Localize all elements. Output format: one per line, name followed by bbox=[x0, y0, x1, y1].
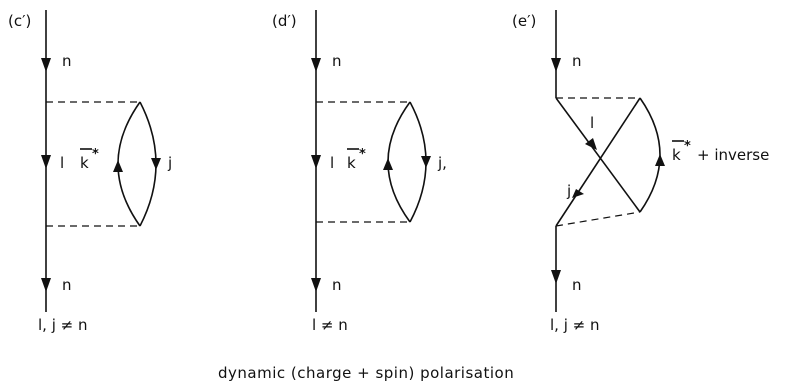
diagram-d-condition: l ≠ n bbox=[312, 316, 348, 334]
diagram-e-arc-arrow bbox=[655, 154, 665, 166]
diagram-e-prime: (e′) n l j n k * + inverse l, j ≠ n bbox=[512, 10, 769, 334]
diagram-e-tag: (e′) bbox=[512, 12, 536, 30]
diagram-e-label-inverse: + inverse bbox=[697, 146, 769, 164]
diagram-d-prime: (d′) n l n k * j, l ≠ n bbox=[272, 10, 447, 334]
diagram-c-bubble-left bbox=[117, 101, 141, 227]
diagram-e-arc bbox=[639, 97, 661, 213]
diagram-d-tag: (d′) bbox=[272, 12, 297, 30]
diagram-c-arrow-bottom bbox=[41, 278, 51, 292]
diagram-e-label-k: k bbox=[672, 146, 681, 164]
diagram-e-condition: l, j ≠ n bbox=[550, 316, 599, 334]
diagram-c-arrow-top bbox=[41, 58, 51, 72]
diagram-c-prime: (c′) n l n k * j l, j ≠ n bbox=[8, 10, 172, 334]
diagram-e-label-j: j bbox=[566, 182, 571, 200]
diagram-e-arrow-j bbox=[572, 189, 584, 198]
diagram-c-bubble-arrow-up bbox=[113, 160, 123, 172]
diagram-c-condition: l, j ≠ n bbox=[38, 316, 87, 334]
diagram-d-label-k: k bbox=[347, 154, 356, 172]
diagram-c-arrow-mid bbox=[41, 155, 51, 169]
diagram-d-bubble-arrow-up bbox=[383, 158, 393, 170]
diagram-d-label-n-top: n bbox=[332, 52, 342, 70]
diagram-d-arrow-mid bbox=[311, 155, 321, 169]
diagram-d-label-n-bottom: n bbox=[332, 276, 342, 294]
diagram-d-label-star: * bbox=[359, 147, 366, 162]
diagram-c-label-n-bottom: n bbox=[62, 276, 72, 294]
diagram-e-arrow-l bbox=[585, 138, 597, 150]
diagram-d-arrow-top bbox=[311, 58, 321, 72]
figure-caption: dynamic (charge + spin) polarisation bbox=[218, 364, 514, 382]
diagram-c-label-star: * bbox=[92, 147, 99, 162]
diagram-c-label-n-top: n bbox=[62, 52, 72, 70]
diagram-e-arrow-top bbox=[551, 58, 561, 72]
diagram-e-label-star: * bbox=[684, 139, 691, 154]
diagram-d-label-l: l bbox=[330, 154, 334, 172]
diagram-e-label-l: l bbox=[590, 114, 594, 132]
diagram-e-label-n-top: n bbox=[572, 52, 582, 70]
diagram-d-label-j: j, bbox=[437, 154, 447, 172]
diagram-c-label-l: l bbox=[60, 154, 64, 172]
diagram-e-label-n-bottom: n bbox=[572, 276, 582, 294]
diagram-e-line-j bbox=[555, 97, 641, 227]
diagram-c-tag: (c′) bbox=[8, 12, 31, 30]
diagram-d-bubble-left bbox=[387, 101, 411, 223]
diagram-e-line-l bbox=[555, 97, 641, 213]
diagram-c-label-j: j bbox=[167, 154, 172, 172]
diagram-e-interaction-bottom bbox=[555, 211, 641, 227]
diagram-d-arrow-bottom bbox=[311, 278, 321, 292]
diagram-d-bubble-arrow-down bbox=[421, 156, 431, 168]
diagram-c-bubble-arrow-down bbox=[151, 158, 161, 170]
diagram-e-arrow-bottom bbox=[551, 270, 561, 284]
diagram-c-label-k: k bbox=[80, 154, 89, 172]
